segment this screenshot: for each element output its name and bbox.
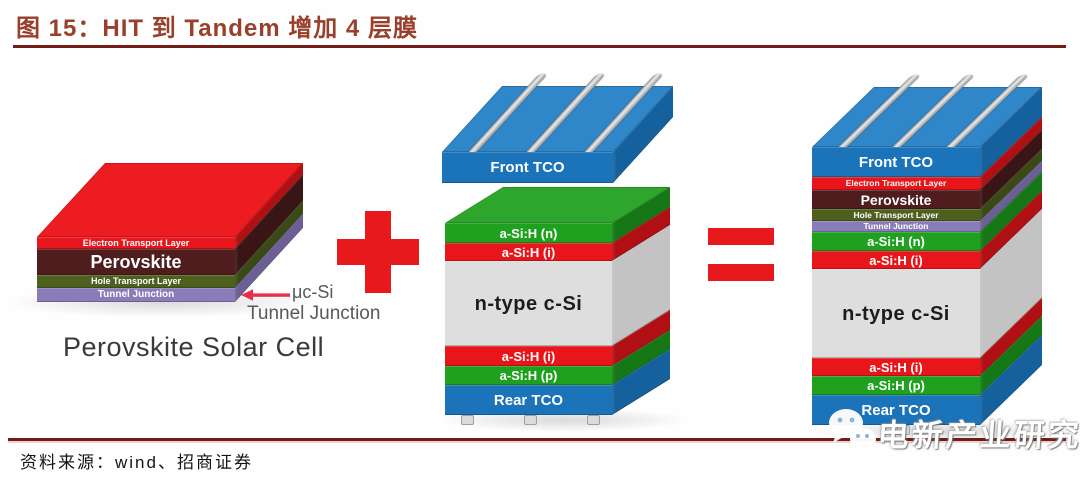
layer-label: n-type c-Si bbox=[842, 302, 950, 325]
layer-label: Front TCO bbox=[858, 153, 934, 171]
plus-bar-horizontal bbox=[337, 239, 419, 265]
perovskite-cell-front: Electron Transport Layer Perovskite Hole… bbox=[37, 237, 235, 302]
hit-front-tco: Front TCO bbox=[442, 152, 613, 183]
hit-body-side bbox=[612, 187, 670, 415]
layer-electron-transport: Electron Transport Layer bbox=[812, 177, 980, 190]
title-underline bbox=[13, 45, 1066, 48]
layer-asi-n: a-Si:H (n) bbox=[812, 232, 980, 251]
layer-label: Perovskite bbox=[860, 191, 932, 208]
layer-rear-tco: Rear TCO bbox=[445, 385, 612, 415]
wechat-logo-icon bbox=[829, 409, 876, 454]
layer-label: a-Si:H (n) bbox=[867, 234, 925, 249]
layer-label: a-Si:H (i) bbox=[501, 244, 556, 260]
layer-tunnel-junction: Tunnel Junction bbox=[37, 288, 235, 302]
layer-label: Perovskite bbox=[90, 252, 182, 272]
support-foot bbox=[957, 425, 970, 435]
layer-asi-p: a-Si:H (p) bbox=[812, 376, 980, 395]
layer-perovskite: Perovskite bbox=[812, 190, 980, 209]
layer-label: Tunnel Junction bbox=[97, 289, 175, 300]
annotation-tunnel-junction: Tunnel Junction bbox=[247, 303, 381, 324]
support-foot bbox=[897, 425, 910, 435]
figure-title: 图 15：HIT 到 Tandem 增加 4 层膜 bbox=[16, 15, 418, 42]
layer-asi-p: a-Si:H (p) bbox=[445, 366, 612, 385]
layer-perovskite: Perovskite bbox=[37, 249, 235, 275]
layer-label: Rear TCO bbox=[493, 391, 564, 409]
tandem-front: Front TCO Electron Transport Layer Perov… bbox=[812, 147, 980, 425]
layer-label: Rear TCO bbox=[861, 401, 931, 419]
layer-tunnel-junction: Tunnel Junction bbox=[812, 221, 980, 232]
layer-label: a-Si:H (p) bbox=[867, 378, 925, 393]
hit-body-front: a-Si:H (n) a-Si:H (i) n-type c-Si a-Si:H… bbox=[445, 223, 612, 415]
layer-label: Front TCO bbox=[490, 159, 565, 176]
layer-label: a-Si:H (n) bbox=[499, 225, 558, 241]
layer-asi-i: a-Si:H (i) bbox=[812, 251, 980, 269]
layer-ntype-csi: n-type c-Si bbox=[812, 269, 980, 358]
layer-label: Tunnel Junction bbox=[863, 221, 929, 232]
layer-asi-i: a-Si:H (i) bbox=[812, 358, 980, 376]
layer-label: a-Si:H (p) bbox=[499, 368, 558, 383]
support-foot bbox=[524, 415, 537, 425]
perovskite-cell-caption: Perovskite Solar Cell bbox=[63, 332, 325, 362]
support-foot bbox=[587, 415, 600, 425]
layer-ntype-csi: n-type c-Si bbox=[445, 261, 612, 346]
layer-hole-transport: Hole Transport Layer bbox=[37, 275, 235, 288]
equals-sign bbox=[708, 228, 774, 281]
layer-label: a-Si:H (i) bbox=[501, 348, 556, 364]
annotation-uc-si: μc-Si bbox=[292, 282, 334, 302]
source-note: 资料来源：wind、招商证券 bbox=[20, 453, 253, 472]
layer-label: a-Si:H (i) bbox=[869, 359, 923, 375]
equals-bar-top bbox=[708, 228, 774, 245]
watermark: 电新产业研究 bbox=[826, 402, 1080, 462]
layer-label: Electron Transport Layer bbox=[845, 178, 947, 189]
footer-rule bbox=[8, 438, 1066, 441]
tandem-side bbox=[980, 86, 1042, 425]
watermark-text: 电新产业研究 bbox=[876, 418, 1080, 453]
layer-label: Hole Transport Layer bbox=[90, 276, 182, 286]
layer-electron-transport: Electron Transport Layer bbox=[37, 237, 235, 249]
layer-hole-transport: Hole Transport Layer bbox=[812, 209, 980, 221]
layer-label: a-Si:H (i) bbox=[869, 252, 923, 268]
layer-asi-i: a-Si:H (i) bbox=[445, 346, 612, 366]
layer-label: n-type c-Si bbox=[474, 292, 583, 315]
layer-asi-i: a-Si:H (i) bbox=[445, 243, 612, 261]
equals-bar-bottom bbox=[708, 264, 774, 281]
layer-label: Electron Transport Layer bbox=[82, 237, 190, 248]
layer-front-tco: Front TCO bbox=[442, 152, 613, 183]
layer-label: Hole Transport Layer bbox=[853, 209, 939, 220]
layer-asi-n: a-Si:H (n) bbox=[445, 223, 612, 243]
arrow-left-icon bbox=[241, 289, 290, 301]
layer-front-tco: Front TCO bbox=[812, 147, 980, 177]
plus-sign bbox=[337, 211, 419, 293]
support-foot bbox=[461, 415, 474, 425]
